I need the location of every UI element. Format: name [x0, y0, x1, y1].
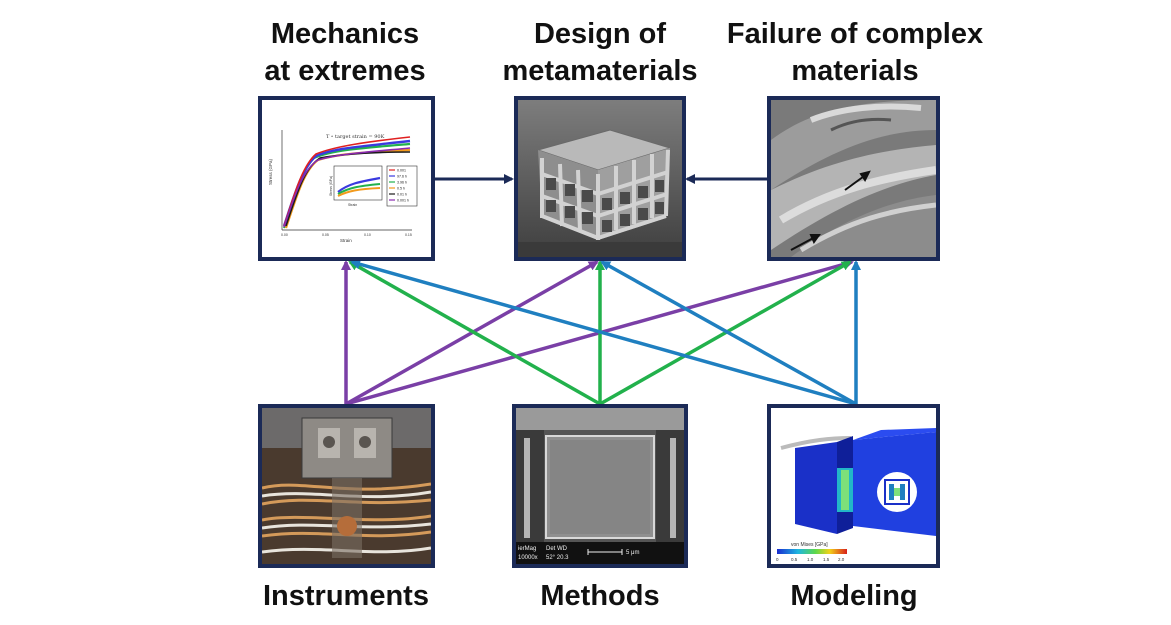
- svg-text:1.0: 1.0: [807, 557, 814, 562]
- failure-sem-image: [767, 96, 940, 261]
- label-failure-of-complex-materials: Failure of complex materials: [726, 18, 984, 87]
- fe-simulation-illustration: von Mises [GPa] 0 0.5 1.0 1.5 2.0: [771, 408, 936, 564]
- svg-text:ierMag: ierMag: [518, 546, 536, 552]
- stress-strain-plot: T ∘ target strain = 90K Stress (GPa) Str…: [262, 100, 431, 257]
- svg-text:Strain: Strain: [348, 203, 357, 207]
- instrument-rig-illustration: [262, 408, 431, 564]
- arrow-modeling-to-metamaterials: [600, 260, 857, 406]
- sem-databar: [516, 542, 684, 564]
- plot-legend: [386, 165, 418, 207]
- arrow-modeling-to-mechanics: [350, 259, 857, 406]
- svg-text:0: 0: [776, 557, 779, 562]
- instruments-photo: [258, 404, 435, 568]
- label-instruments: Instruments: [263, 580, 429, 612]
- colorbar: [777, 549, 847, 554]
- arrow-methods-to-failure: [599, 260, 852, 406]
- svg-text:10000x: 10000x: [518, 555, 538, 561]
- label-mechanics-at-extremes: Mechanics at extremes: [264, 18, 426, 87]
- svg-text:0.00: 0.00: [281, 233, 288, 237]
- svg-text:Det WD: Det WD: [546, 546, 568, 552]
- label-modeling: Modeling: [790, 580, 918, 612]
- label-methods: Methods: [540, 580, 660, 612]
- svg-text:0.01 h: 0.01 h: [397, 193, 407, 197]
- svg-text:0.05: 0.05: [322, 233, 329, 237]
- svg-text:0.5 h: 0.5 h: [397, 187, 405, 191]
- svg-text:52° 20.3: 52° 20.3: [546, 555, 569, 561]
- modeling-simulation-image: von Mises [GPa] 0 0.5 1.0 1.5 2.0: [767, 404, 940, 568]
- svg-text:97.6 h: 97.6 h: [397, 175, 407, 179]
- colorbar-title: von Mises [GPa]: [791, 542, 828, 548]
- svg-text:1.5: 1.5: [823, 557, 830, 562]
- plot-xlabel: Strain: [340, 238, 352, 243]
- fracture-surface-illustration: [771, 100, 936, 257]
- svg-text:0.001 h: 0.001 h: [397, 199, 409, 203]
- svg-text:3.96 h: 3.96 h: [397, 181, 407, 185]
- arrow-methods-to-mechanics: [348, 260, 601, 406]
- micropillar-sem-illustration: ierMag 10000x Det WD 52° 20.3 5 μm: [516, 408, 684, 564]
- svg-text:0.5: 0.5: [791, 557, 798, 562]
- svg-text:0.10: 0.10: [364, 233, 371, 237]
- metamaterial-lattice-image: [514, 96, 686, 261]
- plot-ylabel: Stress (GPa): [268, 158, 273, 185]
- svg-text:0.15: 0.15: [405, 233, 412, 237]
- svg-text:0.001: 0.001: [397, 169, 406, 173]
- methods-sem-image: ierMag 10000x Det WD 52° 20.3 5 μm: [512, 404, 688, 568]
- svg-text:2.0: 2.0: [838, 557, 845, 562]
- sem-scale-label: 5 μm: [626, 550, 639, 556]
- lattice-cube-illustration: [518, 100, 682, 257]
- plot-title: T ∘ target strain = 90K: [326, 134, 385, 140]
- label-design-of-metamaterials: Design of metamaterials: [502, 18, 698, 87]
- svg-text:Stress (GPa): Stress (GPa): [329, 176, 333, 196]
- mechanics-plot-thumbnail: T ∘ target strain = 90K Stress (GPa) Str…: [258, 96, 435, 261]
